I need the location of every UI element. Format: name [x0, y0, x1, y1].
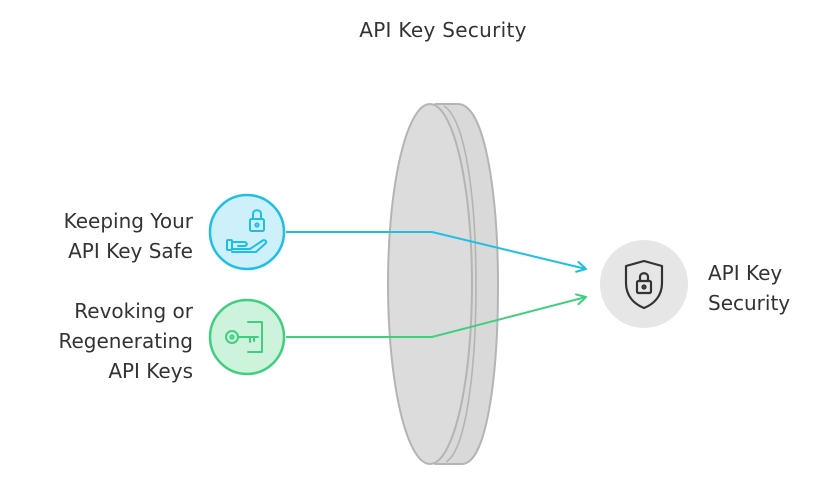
lens-face	[387, 103, 473, 465]
connector-keeping-safe	[286, 231, 587, 273]
shield-lock-icon	[624, 259, 664, 310]
output-label-line: API Key	[708, 261, 783, 285]
hand-lock-icon	[226, 209, 268, 253]
diagram-title: API Key Security	[359, 18, 527, 42]
lens-shape	[387, 103, 500, 465]
input-label-line: Revoking or	[74, 299, 193, 323]
key-door-icon	[225, 321, 263, 353]
input-label-line: Keeping Your	[63, 209, 193, 233]
input-label-keeping-safe: Keeping Your API Key Safe	[64, 206, 193, 266]
input-node-keeping-safe	[208, 193, 286, 271]
output-node	[600, 240, 688, 328]
input-label-line: API Keys	[108, 359, 193, 383]
input-label-revoking: Revoking or Regenerating API Keys	[58, 296, 193, 386]
output-label-line: Security	[708, 291, 791, 315]
input-label-line: API Key Safe	[68, 239, 193, 263]
input-node-revoking	[208, 298, 286, 376]
input-label-line: Regenerating	[58, 329, 193, 353]
output-label: API Key Security	[708, 258, 790, 318]
connector-revoking	[286, 293, 587, 338]
lens-inner-edge	[443, 105, 477, 463]
